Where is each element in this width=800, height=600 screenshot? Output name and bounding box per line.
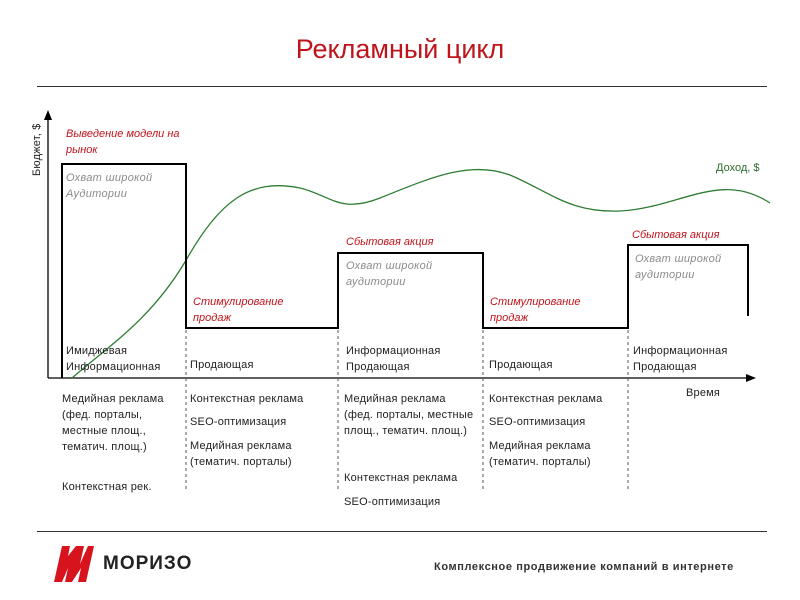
x-axis-arrow xyxy=(746,374,756,382)
stage-label: Сбытовая акция xyxy=(346,236,434,248)
channel-item: Контекстная реклама xyxy=(190,393,304,405)
channel-item: SEO-оптимизация xyxy=(344,496,441,508)
audience-label: Охват широкой аудитории xyxy=(346,260,433,288)
ad-type-label: Имиджевая Информационная xyxy=(66,345,161,373)
x-axis-label: Время xyxy=(686,387,721,399)
ad-type-label: Продающая xyxy=(190,359,254,371)
footer-tagline: Комплексное продвижение компаний в интер… xyxy=(434,561,734,573)
budget-line xyxy=(61,163,749,378)
channel-item: Медийная реклама (фед. порталы, местные … xyxy=(62,393,164,453)
ad-type-label: Информационная Продающая xyxy=(346,345,441,373)
audience-label: Охват широкой аудитории xyxy=(635,253,722,281)
morizo-logo-icon xyxy=(54,546,94,582)
ad-type-label: Продающая xyxy=(489,359,553,371)
ad-type-label: Информационная Продающая xyxy=(633,345,728,373)
channel-item: Медийная реклама (фед. порталы, местные … xyxy=(344,393,474,437)
page-title: Рекламный цикл xyxy=(295,34,505,64)
brand-name: МОРИЗО xyxy=(103,553,193,574)
channel-item: Контекстная реклама xyxy=(489,393,603,405)
y-axis-arrow xyxy=(44,110,52,120)
channel-item: Медийная реклама (тематич. порталы) xyxy=(190,440,292,468)
stage-label: Стимулирование продаж xyxy=(490,296,581,324)
audience-label: Охват широкой Аудитории xyxy=(66,172,153,200)
channel-item: Медийная реклама (тематич. порталы) xyxy=(489,440,591,468)
bottom-divider xyxy=(37,531,767,532)
top-divider xyxy=(37,86,767,87)
stage-label: Стимулирование продаж xyxy=(193,296,284,324)
channel-item: SEO-оптимизация xyxy=(489,416,586,428)
channel-item: SEO-оптимизация xyxy=(190,416,287,428)
stage-label: Сбытовая акция xyxy=(632,229,720,241)
channel-item: Контекстная рек. xyxy=(62,481,152,493)
income-curve xyxy=(71,168,771,379)
stage-label: Выведение модели на рынок xyxy=(66,128,180,156)
income-label: Доход, $ xyxy=(716,162,760,174)
y-axis-label: Бюджет, $ xyxy=(31,123,43,176)
channel-item: Контекстная реклама xyxy=(344,472,458,484)
